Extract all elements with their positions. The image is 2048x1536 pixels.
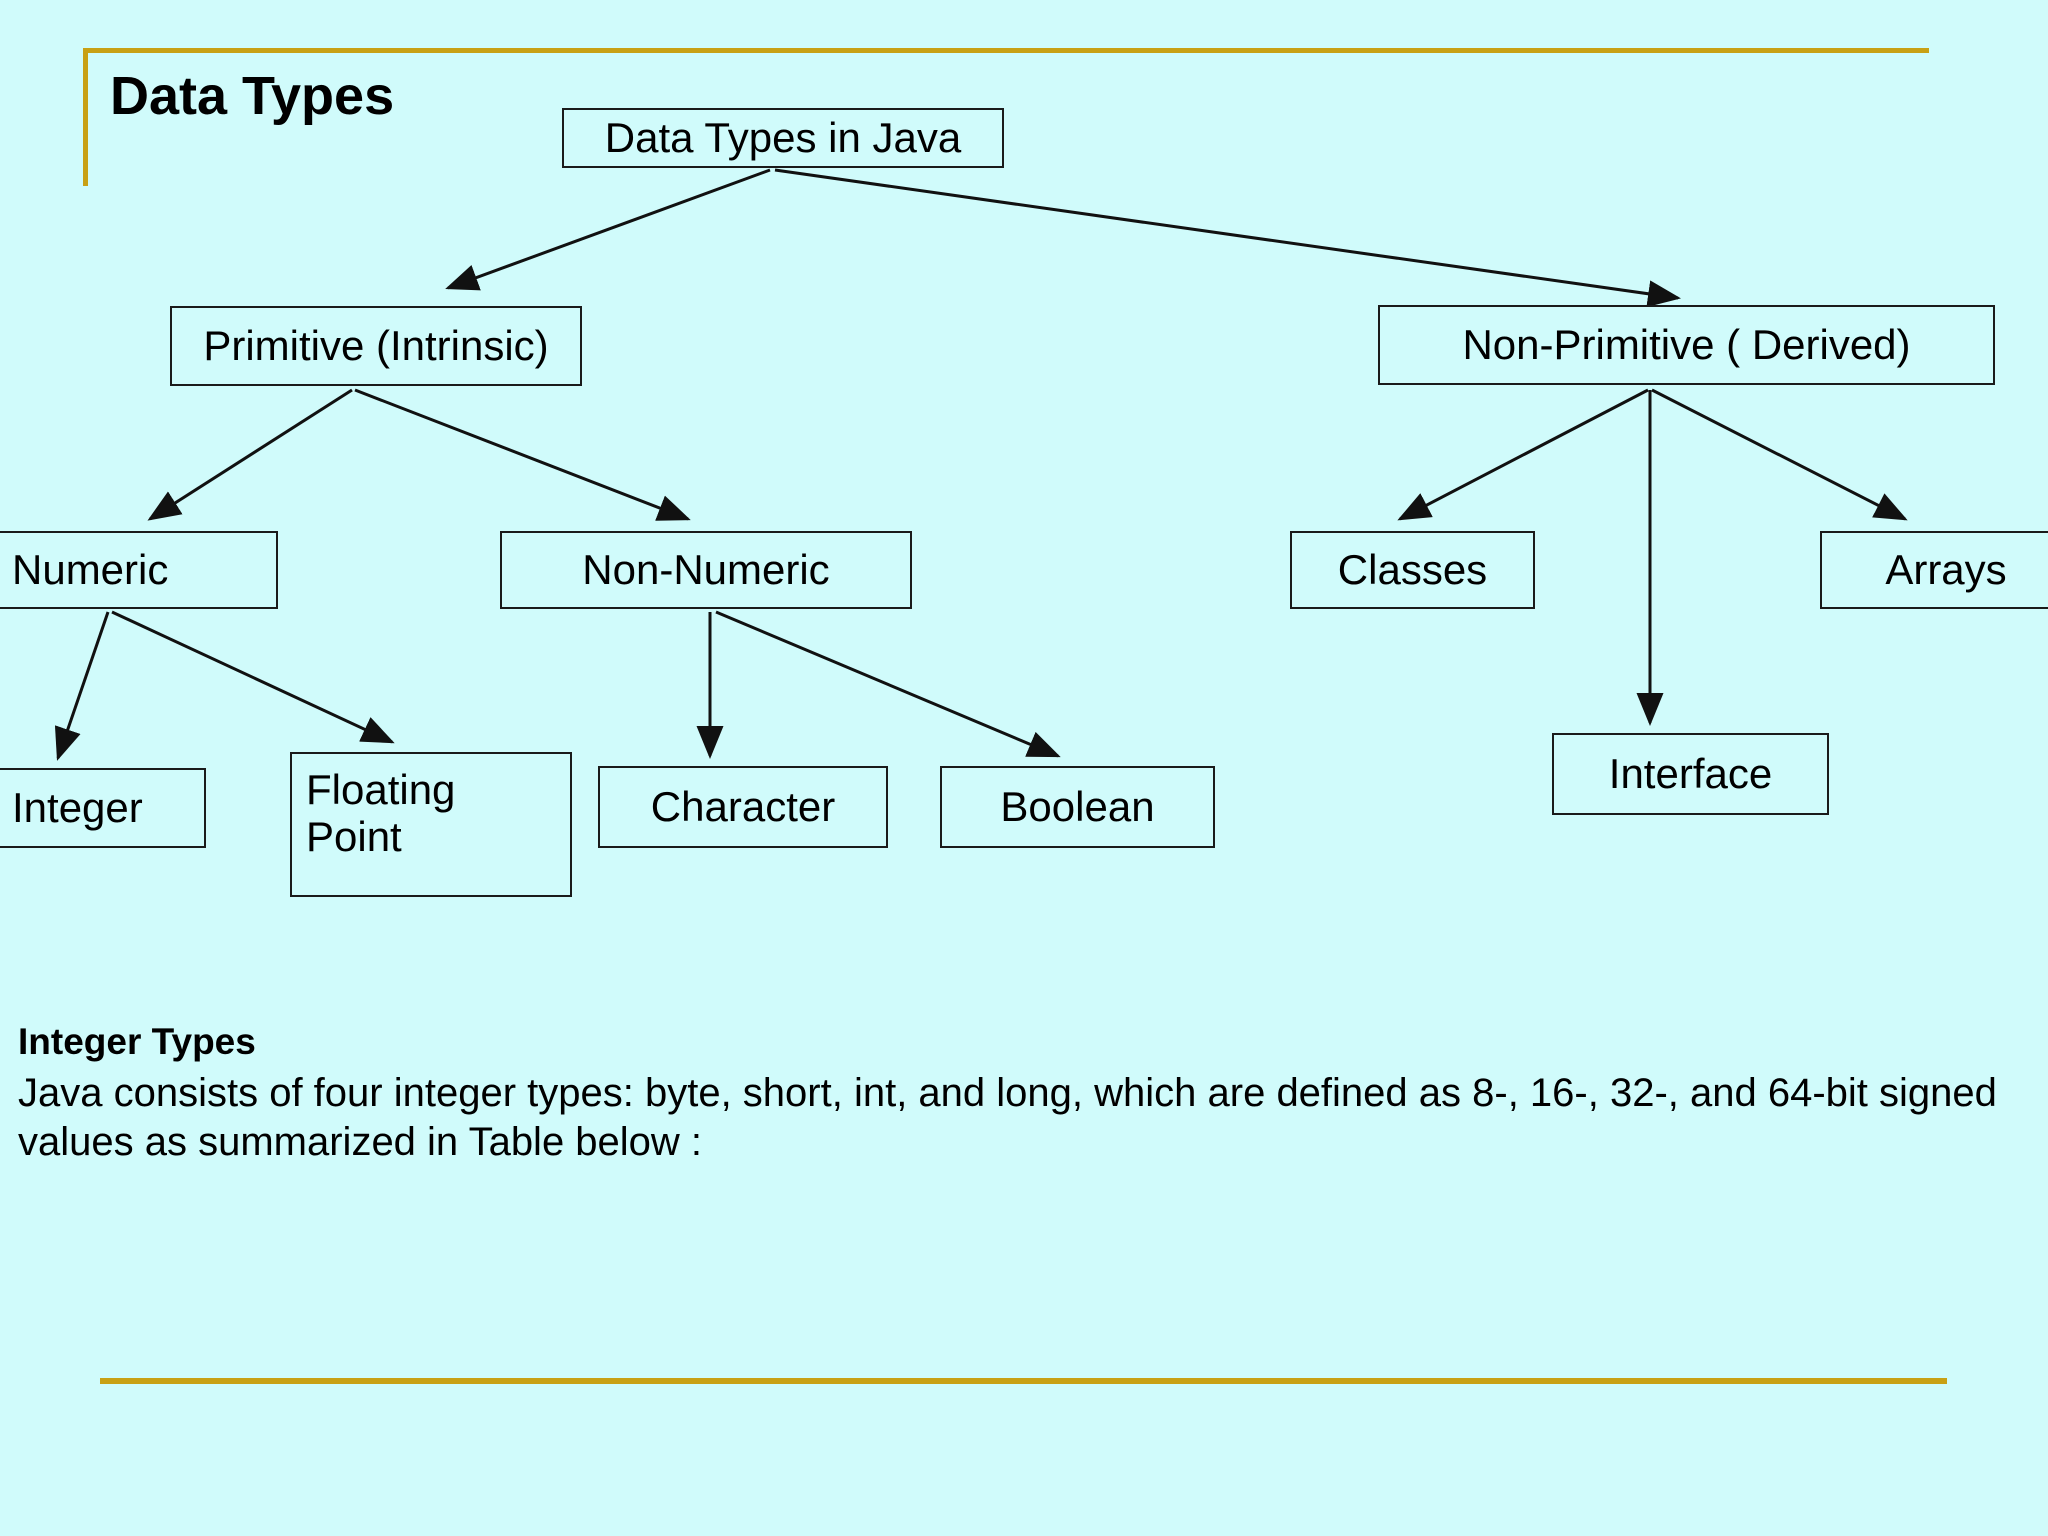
node-integer[interactable]: Integer [0,768,206,848]
edge-root-primitive [445,168,771,291]
edge-primitive-nonnumeric [354,388,691,521]
node-character[interactable]: Character [598,766,888,848]
node-non-numeric[interactable]: Non-Numeric [500,531,912,609]
page-title: Data Types [110,66,395,126]
edge-nonprimitive-arrays [1651,388,1908,521]
node-classes[interactable]: Classes [1290,531,1535,609]
title-left-rule [83,48,88,186]
node-interface[interactable]: Interface [1552,733,1829,815]
edge-numeric-integer [54,611,110,761]
title-top-rule [83,48,1929,53]
edge-nonnumeric-boolean [715,610,1061,758]
node-arrays[interactable]: Arrays [1820,531,2048,609]
integer-types-paragraph: Java consists of four integer types: byt… [18,1071,1997,1165]
node-numeric[interactable]: Numeric [0,531,278,609]
edge-numeric-floatingpoint [111,610,395,744]
node-floating-point[interactable]: Floating Point [290,752,572,897]
node-non-primitive[interactable]: Non-Primitive ( Derived) [1378,305,1995,385]
body-content: Integer Types Java consists of four inte… [18,1018,2008,1167]
footer-rule [100,1378,1947,1384]
node-boolean[interactable]: Boolean [940,766,1215,848]
diagram-connectors [54,168,1908,761]
edge-nonprimitive-classes [1397,388,1649,521]
edge-root-nonprimitive [774,168,1681,308]
edge-primitive-numeric [147,388,353,521]
node-primitive[interactable]: Primitive (Intrinsic) [170,306,582,386]
integer-types-heading: Integer Types [18,1021,256,1062]
node-data-types-in-java[interactable]: Data Types in Java [562,108,1004,168]
